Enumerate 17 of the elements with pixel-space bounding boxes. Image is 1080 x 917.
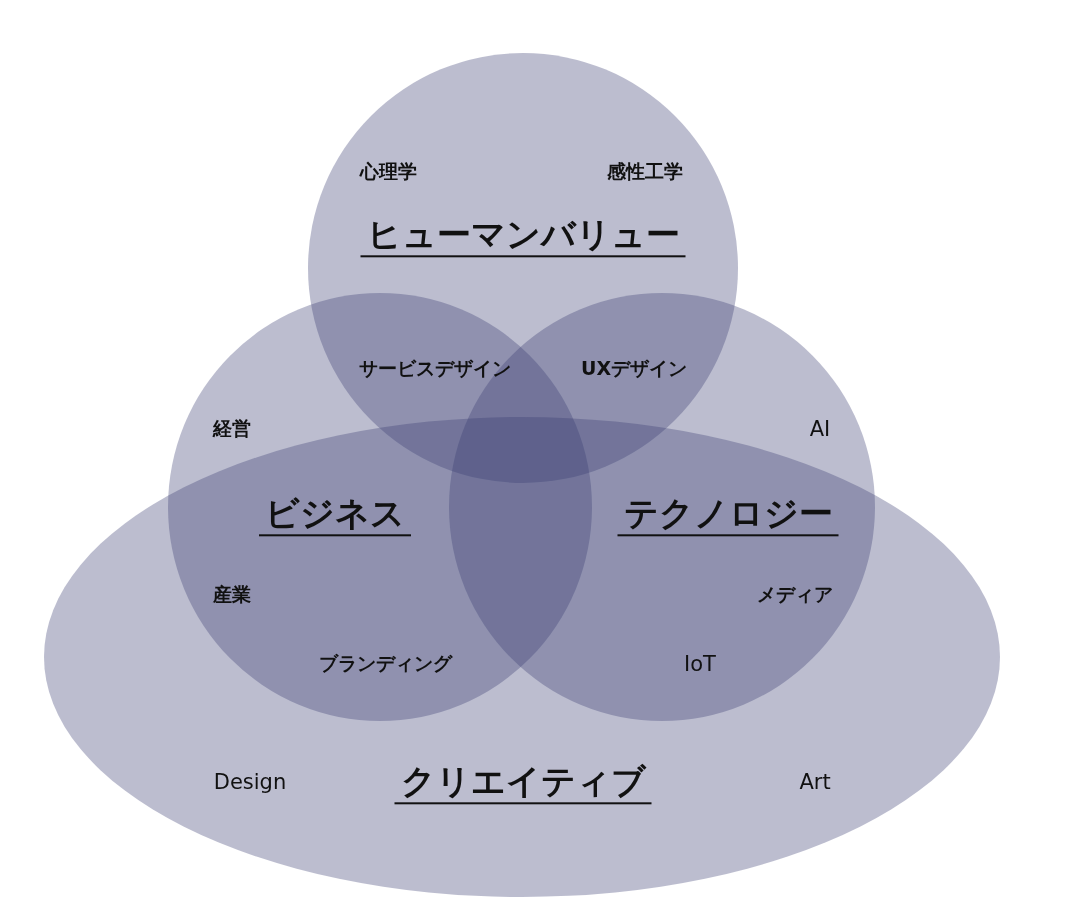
term-label: メディア bbox=[757, 582, 833, 607]
heading-label: ビジネス bbox=[259, 495, 411, 537]
term-label: AI bbox=[809, 417, 831, 441]
heading-label: クリエイティブ bbox=[394, 763, 652, 805]
term-label: UXデザイン bbox=[580, 356, 688, 381]
heading-label: ヒューマンバリュー bbox=[360, 216, 686, 258]
term-label: サービスデザイン bbox=[359, 356, 511, 381]
venn-ellipse bbox=[44, 417, 1000, 897]
term-label: 産業 bbox=[213, 582, 251, 607]
term-label: 感性工学 bbox=[607, 159, 683, 184]
term-label: Design bbox=[213, 770, 287, 794]
heading-label: テクノロジー bbox=[617, 495, 839, 537]
term-label: 経営 bbox=[213, 416, 251, 441]
term-label: ブランディング bbox=[318, 651, 452, 676]
term-label: Art bbox=[799, 770, 831, 794]
term-label: 心理学 bbox=[359, 159, 417, 184]
term-label: IoT bbox=[684, 652, 716, 676]
